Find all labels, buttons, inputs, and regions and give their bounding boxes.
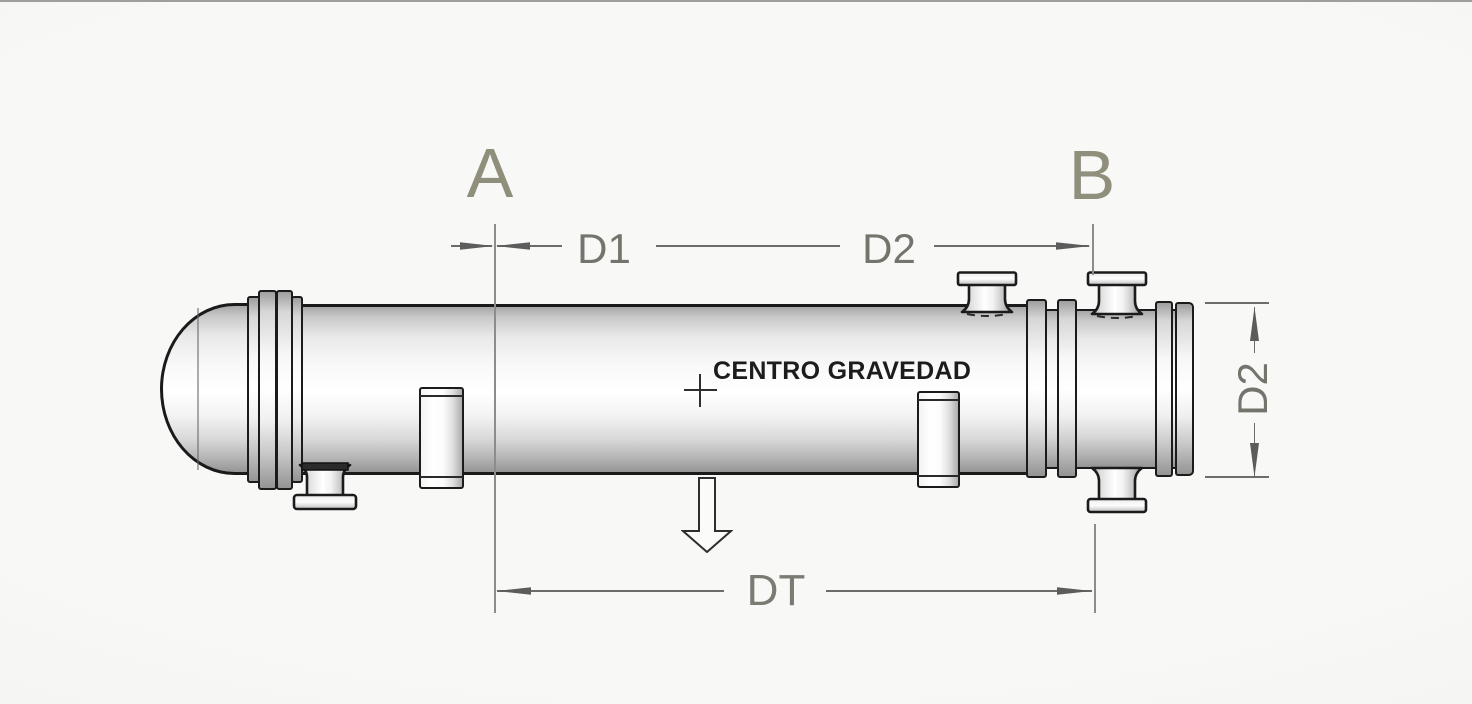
arrowhead-dt-left: [496, 587, 531, 595]
saddle-bottom-seam: [918, 475, 959, 477]
bottom-nozzle-right: [1086, 466, 1148, 514]
dim-line-d1d2-seg3: [656, 245, 840, 247]
arrowhead-dt-right: [1057, 587, 1092, 595]
d2-side-ext-top: [1205, 302, 1269, 304]
center-of-gravity-label: CENTRO GRAVEDAD: [713, 357, 972, 385]
end-cover: [1175, 302, 1194, 476]
girth-flange-step-right: [291, 296, 303, 483]
dim-line-d1d2-seg4: [934, 245, 1089, 247]
extension-line-dt-right: [1094, 524, 1096, 613]
arrowhead-at-a-outside: [460, 242, 494, 250]
d2-side-ext-bottom: [1205, 476, 1269, 478]
channel-flange-ring-2: [1057, 299, 1077, 478]
saddle-top-seam: [918, 399, 959, 401]
dim-line-dt-seg1: [497, 590, 724, 592]
head-tangent-line: [197, 308, 199, 470]
load-direction-down-arrow-icon: [681, 477, 733, 553]
top-nozzle-2: [1086, 271, 1148, 319]
arrowhead-at-a-inside: [496, 242, 530, 250]
arrowhead-d2-down: [1250, 443, 1259, 477]
dim-text-d2-side: D2: [1229, 362, 1276, 416]
dim-line-dt-seg2: [826, 590, 1092, 592]
center-of-gravity-cross-icon-vertical: [699, 374, 701, 407]
extension-line-a: [494, 224, 496, 613]
extension-line-b: [1092, 224, 1094, 275]
channel-flange-ring-1: [1026, 299, 1047, 478]
screenshot-top-border: [0, 0, 1472, 2]
end-flange-ring: [1155, 301, 1173, 477]
saddle-bottom-seam: [420, 476, 463, 478]
saddle-support-1: [419, 387, 464, 489]
arrowhead-at-b: [1056, 242, 1091, 250]
section-label-a: A: [466, 134, 514, 212]
saddle-top-seam: [420, 395, 463, 397]
bottom-nozzle-left: [292, 462, 358, 511]
dim-text-d1: D1: [577, 225, 631, 272]
section-label-b: B: [1068, 136, 1116, 214]
dim-text-d2-top: D2: [862, 225, 916, 272]
arrowhead-d2-up: [1250, 307, 1259, 341]
saddle-support-2: [917, 391, 960, 488]
girth-flange-ring-1: [258, 290, 277, 490]
top-nozzle-1: [956, 271, 1018, 317]
dim-text-dt: DT: [746, 566, 806, 615]
